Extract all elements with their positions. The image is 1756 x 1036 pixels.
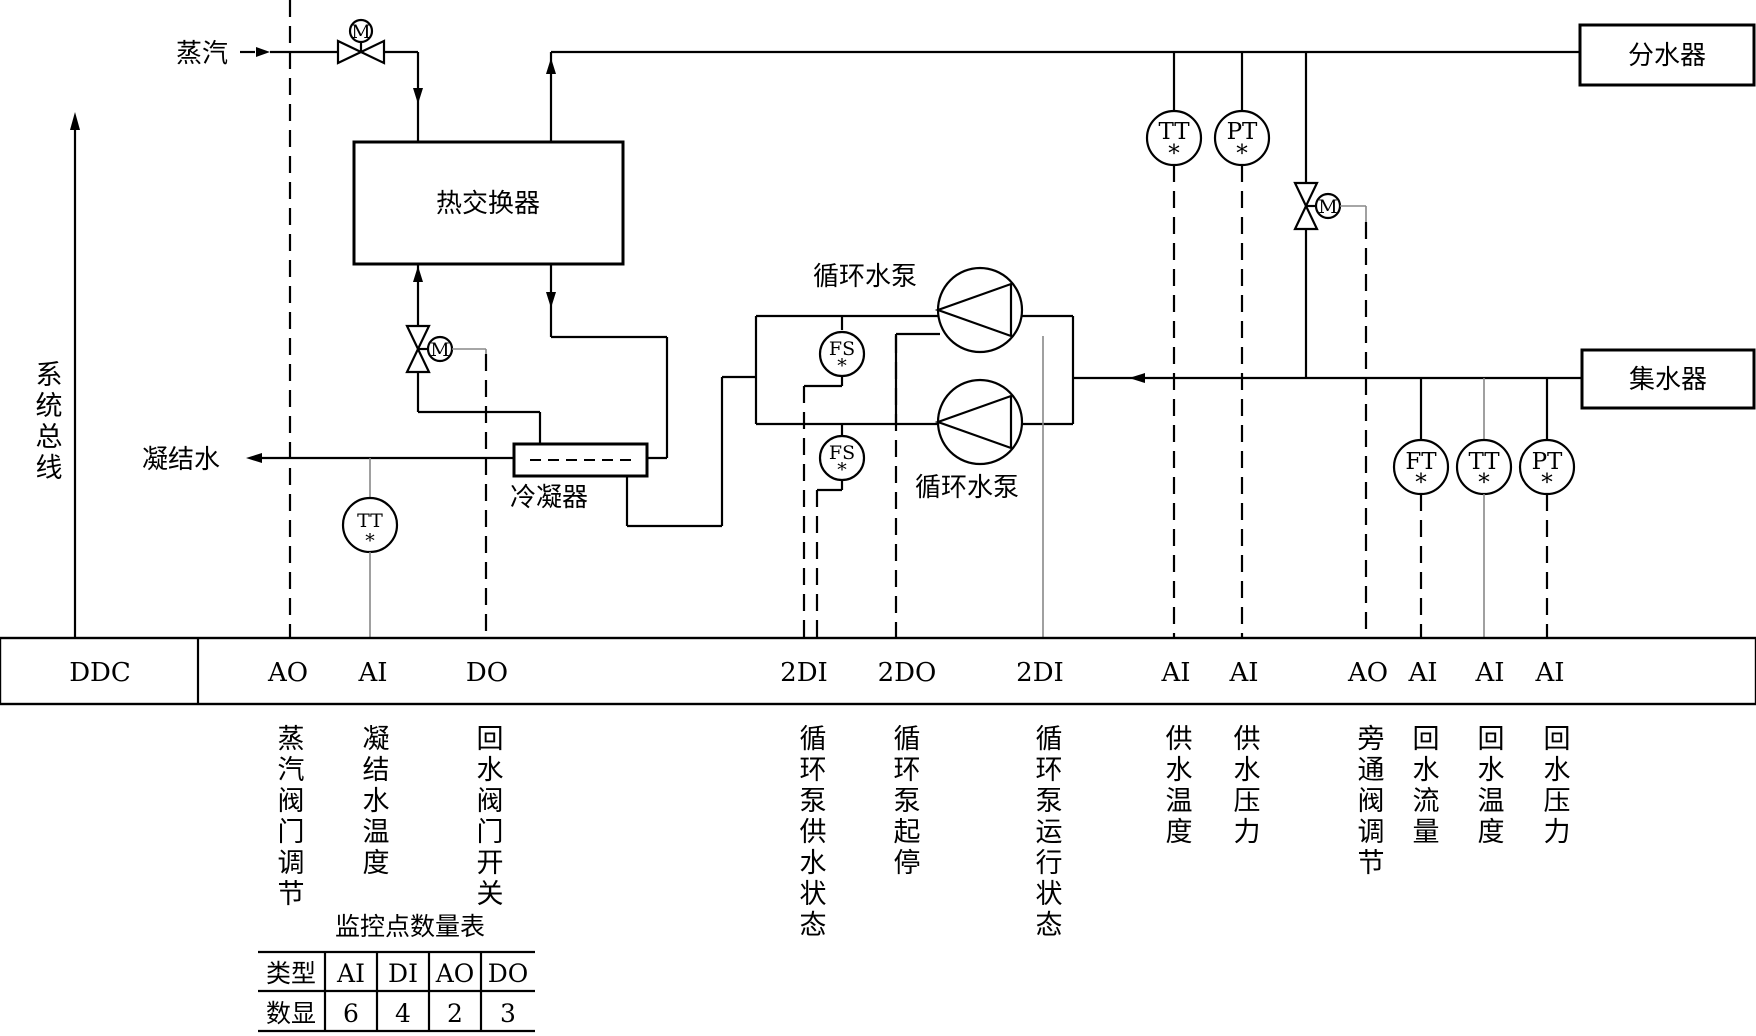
heat-exchanger-label: 热交换器: [436, 189, 540, 219]
io-desc: 循环泵运行状态: [1031, 724, 1063, 941]
table-cell: 数显: [266, 999, 316, 1028]
bypass-valve: M: [1293, 181, 1367, 231]
return-valve: M: [405, 324, 487, 374]
svg-text:*: *: [1415, 470, 1427, 496]
motor-icon: M: [430, 339, 449, 361]
io-desc: 回水阀门开关: [472, 724, 503, 910]
io-type-labels: AO AI DO 2DI 2DO 2DI AI AI AO AI AI AI: [267, 658, 1565, 688]
return-valve-pipe: [413, 264, 542, 444]
svg-text:*: *: [837, 355, 847, 377]
supply-pipe: [546, 50, 1580, 142]
flow-switch-2: FS *: [818, 424, 866, 482]
pump-bottom-label: 循环水泵: [915, 473, 1019, 503]
return-header-label: 集水器: [1629, 365, 1707, 395]
point-count-table: 监控点数量表 类型 AI DI AO DO 数显 6 4 2 3: [258, 912, 535, 1033]
supply-temperature-sensor: TT *: [1145, 52, 1203, 167]
condensate-pipe: [246, 453, 514, 463]
io-desc: 回水温度: [1473, 724, 1505, 848]
svg-text:FS: FS: [829, 442, 855, 464]
io-desc: 循环泵起停: [889, 724, 921, 879]
svg-text:*: *: [365, 530, 375, 552]
condensate-temperature-sensor: TT *: [341, 458, 399, 554]
table-cell: 6: [343, 999, 359, 1028]
system-bus-label: 系统总线: [31, 360, 63, 484]
steam-label: 蒸汽: [176, 39, 228, 69]
pump-manifold: [754, 314, 1075, 426]
io-desc: 供水温度: [1161, 724, 1193, 848]
supply-pressure-sensor: PT *: [1213, 52, 1271, 167]
io-desc: 循环泵供水状态: [795, 724, 827, 941]
svg-text:PT: PT: [1532, 449, 1563, 475]
io-descriptions: 蒸汽阀门调节 凝结水温度 回水阀门开关 循环泵供水状态 循环泵起停 循环泵运行状…: [273, 724, 1571, 941]
supply-header-label: 分水器: [1628, 41, 1706, 71]
svg-text:PT: PT: [1227, 119, 1258, 145]
table-cell: 2: [447, 999, 463, 1028]
motor-icon: M: [351, 21, 370, 43]
motor-icon: M: [1318, 196, 1337, 218]
io-type: AI: [1407, 658, 1437, 688]
flow-switch-1: FS *: [818, 316, 866, 378]
condensate-label: 凝结水: [142, 445, 220, 475]
table-header: DI: [388, 959, 418, 988]
io-type: AI: [1228, 658, 1258, 688]
pump-bottom: [934, 378, 1024, 466]
pump-top-label: 循环水泵: [813, 262, 917, 292]
io-type: 2DI: [780, 658, 828, 688]
ddc-strip: [0, 636, 1756, 706]
table-header: DO: [488, 959, 529, 988]
io-desc: 凝结水温度: [358, 724, 390, 879]
io-type: 2DI: [1016, 658, 1064, 688]
steam-pipe: [240, 47, 423, 142]
svg-text:*: *: [1478, 470, 1490, 496]
io-desc: 回水压力: [1539, 724, 1571, 848]
return-pipe: [1073, 373, 1582, 383]
table-header: AO: [435, 959, 475, 988]
svg-text:TT: TT: [357, 510, 383, 532]
condenser-to-pumps-pipe: [625, 375, 756, 528]
io-desc: 供水压力: [1229, 724, 1261, 848]
io-type: DO: [466, 658, 508, 688]
system-bus-arrow: [70, 112, 80, 638]
io-type: AI: [357, 658, 387, 688]
return-flow-sensor: FT *: [1392, 378, 1450, 496]
svg-text:*: *: [1541, 470, 1553, 496]
io-type: AI: [1160, 658, 1190, 688]
heat-exchanger-to-condenser-pipe: [546, 264, 669, 460]
io-type: AO: [267, 658, 308, 688]
svg-text:FS: FS: [829, 338, 855, 360]
steam-valve: M: [336, 18, 386, 65]
table-cell: 3: [500, 999, 516, 1028]
table-header: AI: [336, 959, 365, 988]
supply-header: [1578, 23, 1756, 87]
return-header: [1580, 348, 1756, 410]
svg-text:*: *: [837, 459, 847, 481]
io-desc: 蒸汽阀门调节: [273, 724, 305, 910]
io-type: AO: [1347, 658, 1388, 688]
ddc-label: DDC: [69, 658, 131, 688]
pump-top: [934, 266, 1024, 354]
io-desc: 回水流量: [1408, 724, 1439, 848]
io-type: AI: [1534, 658, 1564, 688]
table-header: 类型: [266, 959, 316, 988]
condenser: [512, 442, 649, 478]
svg-text:*: *: [1236, 141, 1248, 167]
io-type: AI: [1474, 658, 1504, 688]
svg-text:*: *: [1168, 141, 1180, 167]
svg-text:FT: FT: [1405, 449, 1437, 475]
io-desc: 旁通阀调节: [1353, 724, 1385, 879]
table-cell: 4: [395, 999, 411, 1028]
table-title: 监控点数量表: [335, 912, 485, 941]
svg-text:TT: TT: [1158, 119, 1190, 145]
heat-exchanger: [352, 140, 625, 266]
return-pressure-sensor: PT *: [1518, 378, 1576, 496]
return-temperature-sensor: TT *: [1455, 378, 1513, 496]
condenser-label: 冷凝器: [510, 483, 588, 513]
io-type: 2DO: [878, 658, 937, 688]
svg-text:TT: TT: [1468, 449, 1500, 475]
signal-lines: [288, 0, 1549, 638]
